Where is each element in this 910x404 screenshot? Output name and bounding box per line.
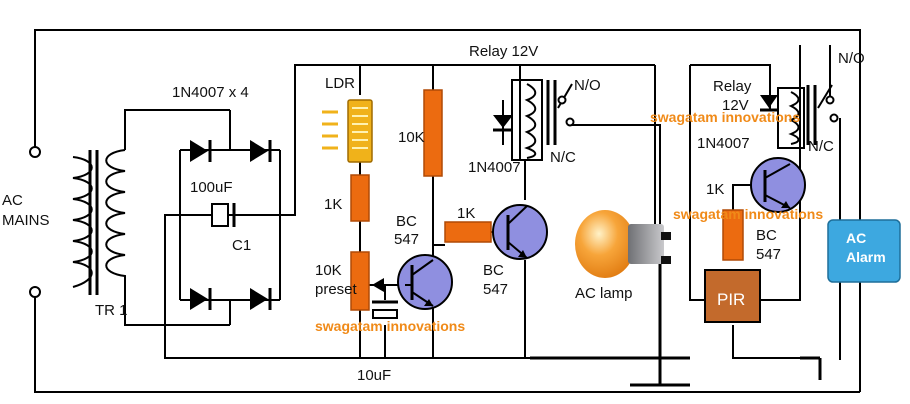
label-relay-right-nc: N/C: [808, 138, 834, 155]
label-relay-right-1: Relay: [713, 78, 752, 95]
label-ac-mains-2: MAINS: [2, 212, 50, 229]
transformer: [72, 149, 126, 295]
transistor-bc547-left: [397, 254, 453, 310]
label-cap-100uf: 100uF: [190, 179, 233, 196]
label-r-10k-top: 10K: [398, 129, 425, 146]
capacitor-10uf: [372, 300, 398, 319]
label-pir: PIR: [717, 290, 745, 309]
labels: AC MAINS TR 1 1N4007 x 4 100uF C1 LDR 1K…: [2, 43, 886, 384]
watermark-bottom: swagatam innovations: [315, 318, 465, 334]
label-bc547-mid-2: 547: [483, 281, 508, 298]
label-r-1k-mid: 1K: [457, 205, 475, 222]
transistor-bc547-mid: [492, 204, 548, 260]
label-ac-mains-1: AC: [2, 192, 23, 209]
label-cap-10uf: 10uF: [357, 367, 391, 384]
pir-sensor: [704, 269, 761, 323]
relay-right: [760, 84, 839, 149]
label-diode-bridge: 1N4007 x 4: [172, 84, 249, 101]
label-ac-alarm-1: AC: [846, 230, 866, 246]
label-relay-main: Relay 12V: [469, 43, 538, 60]
label-bc547-left-1: BC: [396, 213, 417, 230]
label-diode-mid: 1N4007: [468, 159, 521, 176]
relay-main: [493, 79, 575, 161]
label-bc547-mid-1: BC: [483, 262, 504, 279]
label-cap-c1: C1: [232, 237, 251, 254]
label-bc547-left-2: 547: [394, 231, 419, 248]
watermark-right-top: swagatam innovations: [650, 109, 800, 125]
label-r-1k-right: 1K: [706, 181, 724, 198]
resistor-10k-top: [423, 89, 443, 177]
watermark-right-mid: swagatam innovations: [673, 206, 823, 222]
resistor-1k-right: [722, 209, 744, 261]
ldr-icon: [322, 99, 373, 163]
label-relay-right-2: 12V: [722, 97, 749, 114]
diode-bridge: [190, 140, 272, 310]
ac-alarm: [827, 219, 901, 283]
label-ldr: LDR: [325, 75, 355, 92]
resistor-1k-left: [350, 174, 370, 222]
label-bc547-right-2: 547: [756, 246, 781, 263]
resistor-1k-mid: [444, 221, 492, 243]
watermarks: swagatam innovations swagatam innovation…: [315, 109, 823, 334]
wiring: [34, 29, 861, 393]
label-bc547-right-1: BC: [756, 227, 777, 244]
label-ac-alarm-2: Alarm: [846, 249, 886, 265]
label-transformer: TR 1: [95, 302, 128, 319]
label-r-10k-preset-1: 10K: [315, 262, 342, 279]
label-r-1k-left: 1K: [324, 196, 342, 213]
capacitor-c1: [211, 203, 236, 227]
resistor-10k-preset: [350, 251, 384, 311]
transistor-bc547-right: [750, 157, 806, 213]
label-relay-right-no: N/O: [838, 50, 865, 67]
label-r-10k-preset-2: preset: [315, 281, 358, 298]
label-relay-main-nc: N/C: [550, 149, 576, 166]
ac-lamp-icon: [575, 210, 671, 278]
label-relay-main-no: N/O: [574, 77, 601, 94]
label-diode-right: 1N4007: [697, 135, 750, 152]
label-ac-lamp: AC lamp: [575, 285, 633, 302]
ac-mains-terminal: [29, 146, 41, 298]
